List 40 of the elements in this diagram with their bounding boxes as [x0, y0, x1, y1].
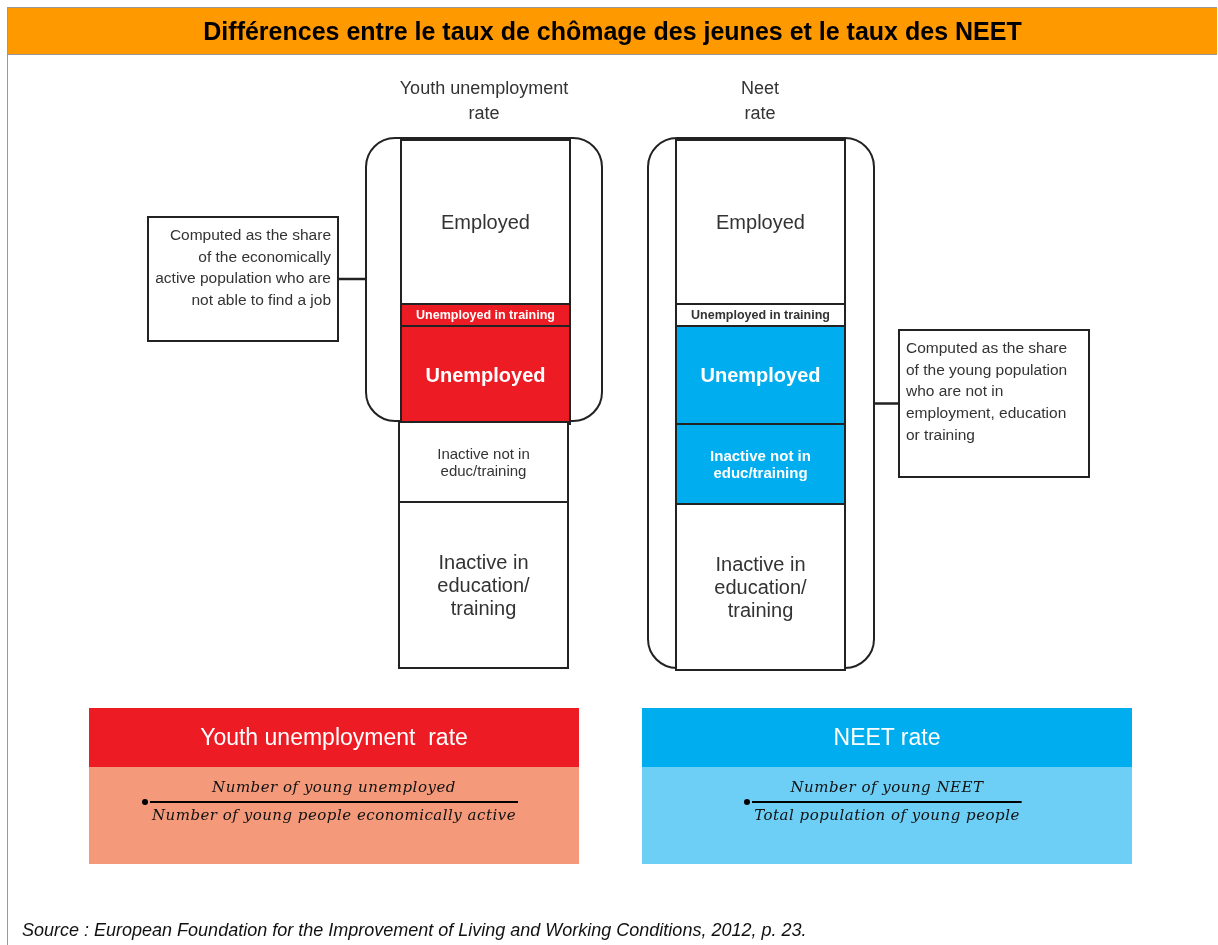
segment-label: Inactive in education/ training: [713, 552, 808, 622]
bar-segment: [675, 503, 846, 671]
segment-label: Inactive in education/ training: [436, 550, 531, 620]
bracket-frame: [365, 137, 603, 422]
bar-segment: [400, 325, 571, 425]
bar-segment: [675, 139, 846, 305]
segment-label: Unemployed: [425, 363, 546, 387]
callout-box: [147, 216, 339, 342]
fraction-numerator: Number of young unemployed: [212, 778, 456, 796]
segment-label: Inactive not in educ/training: [436, 444, 531, 480]
bar-segment: [675, 325, 846, 425]
leader-line: [339, 277, 365, 281]
segment-label: Employed: [716, 210, 805, 234]
column-heading: Youth unemployment rate: [399, 77, 569, 126]
callout-box: [898, 329, 1090, 478]
title-banner: Différences entre le taux de chômage des jeunes et le taux des NEET: [8, 8, 1217, 55]
bar-segment: [400, 139, 571, 305]
bar-segment: [675, 423, 846, 505]
panel-header: NEET rate: [642, 708, 1132, 767]
segment-label: Unemployed: [700, 363, 821, 387]
bar-segment: [400, 303, 571, 327]
callout-text: Computed as the share of the economically active population who are not able to find a job: [155, 225, 331, 311]
bracket-frame: [647, 137, 875, 669]
formula-panel: [642, 708, 1132, 864]
bar-segment: [675, 303, 846, 327]
column-heading: Neet rate: [740, 77, 780, 126]
source-caption: Source : European Foundation for the Improvement of Living and Working Conditions, 2012, p. 23.: [22, 920, 807, 941]
fraction-denominator: Total population of young people: [754, 806, 1020, 824]
segment-label: Unemployed in training: [691, 307, 830, 323]
leader-line: [875, 402, 898, 405]
fraction-numerator: Number of young NEET: [790, 778, 984, 796]
fraction-denominator: Number of young people economically active: [151, 806, 517, 824]
segment-label: Inactive not in educ/training: [709, 446, 812, 482]
bar-segment: [398, 501, 569, 669]
panel-header: Youth unemployment rate: [89, 708, 579, 767]
segment-label: Unemployed in training: [416, 307, 555, 323]
bar-segment: [398, 421, 569, 503]
callout-text: Computed as the share of the young population who are not in employment, education or training: [906, 338, 1069, 445]
formula-panel: [89, 708, 579, 864]
segment-label: Employed: [441, 210, 530, 234]
